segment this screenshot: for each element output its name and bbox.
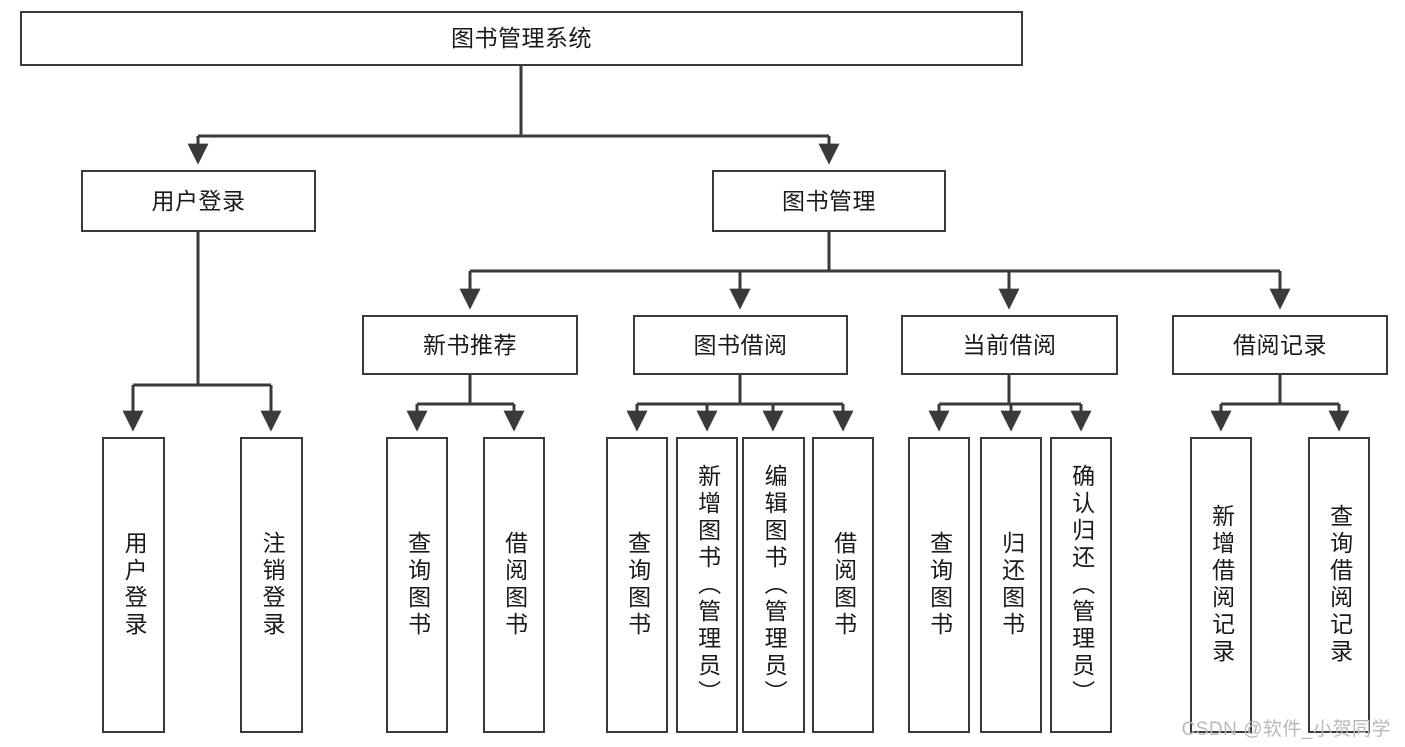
node-leaf-user-login[interactable]: 用户登录 [102,437,165,733]
node-user-login[interactable]: 用户登录 [81,170,316,232]
node-new-book-rec[interactable]: 新书推荐 [362,315,578,375]
node-leaf-query-borrow-record[interactable]: 查询借阅记录 [1308,437,1370,733]
node-leaf-borrow-book-rec[interactable]: 借阅图书 [483,437,545,733]
node-leaf-edit-book-admin[interactable]: 编辑图书（管理员） [742,437,805,733]
node-leaf-add-book-admin[interactable]: 新增图书（管理员） [676,437,738,733]
node-leaf-user-logout[interactable]: 注销登录 [240,437,303,733]
node-leaf-add-borrow-record[interactable]: 新增借阅记录 [1190,437,1252,733]
watermark-text: CSDN @软件_小贺同学 [1181,719,1391,740]
node-book-manage[interactable]: 图书管理 [712,170,946,232]
node-root[interactable]: 图书管理系统 [20,11,1023,66]
node-leaf-borrow-book[interactable]: 借阅图书 [812,437,874,733]
node-current-borrow[interactable]: 当前借阅 [901,315,1118,375]
node-leaf-query-book-current[interactable]: 查询图书 [908,437,970,733]
node-book-borrow[interactable]: 图书借阅 [633,315,848,375]
node-leaf-confirm-return-admin[interactable]: 确认归还（管理员） [1050,437,1112,733]
node-leaf-return-book[interactable]: 归还图书 [980,437,1042,733]
node-leaf-query-book-rec[interactable]: 查询图书 [386,437,448,733]
node-leaf-query-book-borrow[interactable]: 查询图书 [606,437,668,733]
node-borrow-record[interactable]: 借阅记录 [1172,315,1388,375]
